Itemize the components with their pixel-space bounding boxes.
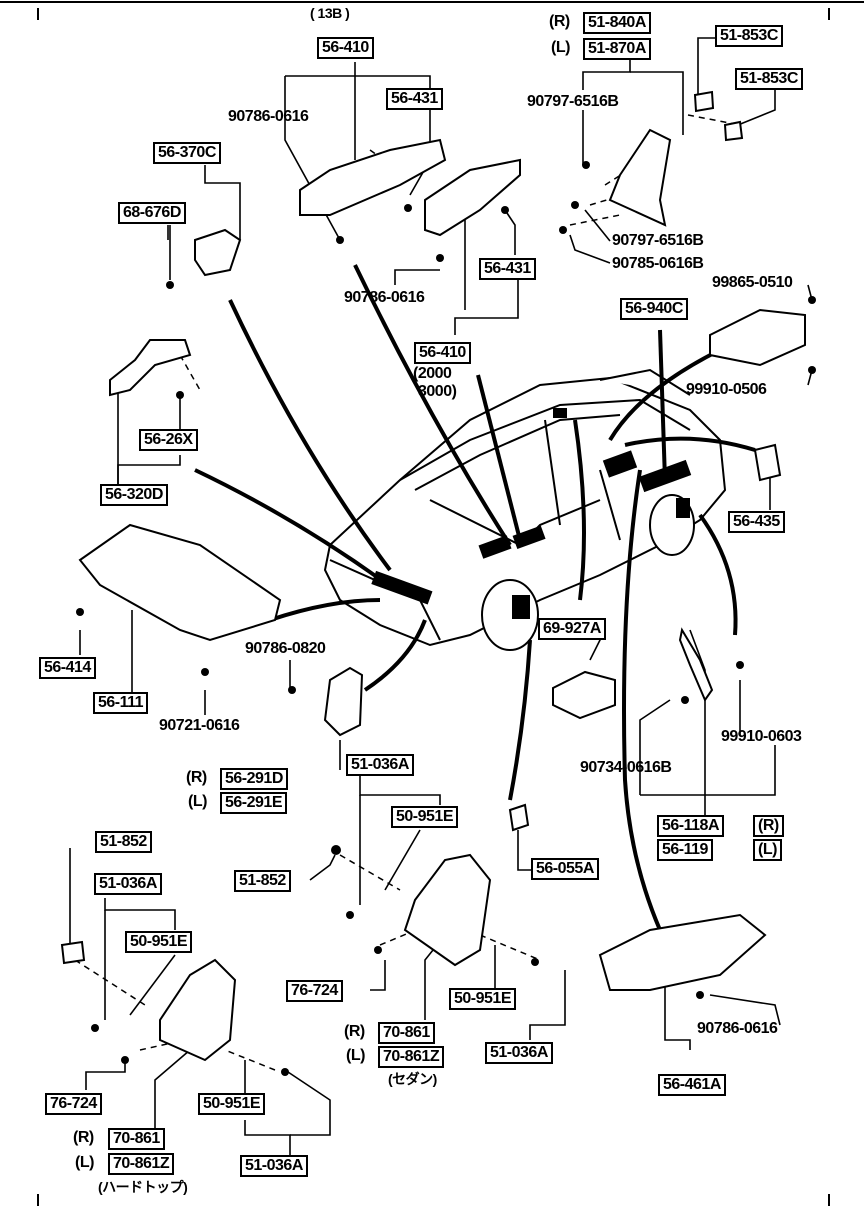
part-label-56-119: 56-119 xyxy=(657,839,713,861)
part-label-56-414: 56-414 xyxy=(39,657,96,679)
part-56-410-lower xyxy=(424,158,521,237)
part-56-291 xyxy=(323,666,364,737)
part-label-69-927a: 69-927A xyxy=(538,618,606,640)
side-mark-r-2: (R) xyxy=(186,769,207,786)
side-mark-l-3: (L) xyxy=(753,839,782,861)
note-sedan: (セダン) xyxy=(388,1071,437,1087)
side-mark-l-4: (L) xyxy=(346,1047,365,1064)
part-mudflap-sedan xyxy=(403,853,492,967)
part-clip-56-055a xyxy=(508,803,530,832)
part-label-56-26x: 56-26X xyxy=(139,429,198,451)
bolt-label-90721-0616: 90721-0616 xyxy=(159,717,240,734)
part-shapes xyxy=(60,90,806,1062)
part-label-70-861z-mid: 70-861Z xyxy=(378,1046,445,1068)
part-label-51-852-mid: 51-852 xyxy=(234,870,291,892)
part-label-51-036a-left: 51-036A xyxy=(94,873,162,895)
side-mark-l-2: (L) xyxy=(188,793,207,810)
part-label-68-676d: 68-676D xyxy=(118,202,186,224)
part-label-56-291e: 56-291E xyxy=(220,792,287,814)
part-label-56-111: 56-111 xyxy=(93,692,149,714)
leader-arcs xyxy=(194,264,756,931)
part-label-56-940c: 56-940C xyxy=(620,298,688,320)
part-label-50-951e-low: 50-951E xyxy=(449,988,516,1010)
part-label-56-431-top: 56-431 xyxy=(386,88,443,110)
part-label-56-410-top: 56-410 xyxy=(317,37,374,59)
side-mark-r-5: (R) xyxy=(73,1129,94,1146)
side-mark-r-4: (R) xyxy=(344,1023,365,1040)
note-2000: (2000 xyxy=(413,365,452,382)
bolt-label-90734-0616b: 90734-0616B xyxy=(580,759,672,776)
bolt-label-90797-6516b-a: 90797-6516B xyxy=(527,93,619,110)
part-label-56-435: 56-435 xyxy=(728,511,785,533)
part-mudflap-bracket xyxy=(608,128,672,227)
bolt-label-90785-0616b: 90785-0616B xyxy=(612,255,704,272)
side-mark-l-5: (L) xyxy=(75,1154,94,1171)
part-undercover xyxy=(78,523,282,642)
part-label-51-036a-low: 51-036A xyxy=(485,1042,553,1064)
part-label-51-840a: 51-840A xyxy=(583,12,651,34)
part-label-50-951e-left: 50-951E xyxy=(125,931,192,953)
part-clip-51-852 xyxy=(60,940,86,965)
part-label-51-036a-top: 51-036A xyxy=(346,754,414,776)
part-label-51-853c-a: 51-853C xyxy=(715,25,783,47)
part-bracket-320d xyxy=(109,339,192,397)
part-label-51-036a-bot: 51-036A xyxy=(240,1155,308,1177)
part-label-56-320d: 56-320D xyxy=(100,484,168,506)
part-label-56-118a: 56-118A xyxy=(657,815,724,837)
part-69-927a xyxy=(552,670,616,720)
part-label-70-861-mid: 70-861 xyxy=(378,1022,435,1044)
bolt-label-99910-0603: 99910-0603 xyxy=(721,728,802,745)
part-label-56-370c: 56-370C xyxy=(153,142,221,164)
part-label-70-861-left: 70-861 xyxy=(108,1128,165,1150)
side-mark-l-1: (L) xyxy=(551,39,570,56)
part-label-56-055a: 56-055A xyxy=(531,858,599,880)
part-56-435 xyxy=(753,443,782,482)
part-label-76-724-left: 76-724 xyxy=(45,1093,102,1115)
part-mudflap-hardtop xyxy=(159,958,237,1062)
part-label-56-431-mid: 56-431 xyxy=(479,258,536,280)
car-part-highlights xyxy=(371,408,692,619)
part-56-461a xyxy=(598,913,767,991)
part-label-56-291d: 56-291D xyxy=(220,768,288,790)
part-label-56-461a: 56-461A xyxy=(658,1074,726,1096)
bolt-label-99865-0510: 99865-0510 xyxy=(712,274,793,291)
part-label-50-951e-mid: 50-951E xyxy=(391,806,458,828)
part-label-51-870a: 51-870A xyxy=(583,38,651,60)
part-56-410-upper xyxy=(299,138,447,216)
bolt-markers xyxy=(76,161,816,1076)
bolt-label-90786-0616-low: 90786-0616 xyxy=(697,1020,778,1037)
bolt-label-90786-0820: 90786-0820 xyxy=(245,640,326,657)
part-68-676d xyxy=(194,228,242,277)
part-56-940c xyxy=(709,308,806,367)
bolt-label-90786-0616-mid: 90786-0616 xyxy=(344,289,425,306)
part-56-118a xyxy=(678,627,714,703)
side-mark-r-1: (R) xyxy=(549,13,570,30)
part-label-56-410-mid: 56-410 xyxy=(414,342,471,364)
part-label-50-951e-bot: 50-951E xyxy=(198,1093,265,1115)
bolt-label-90797-6516b-b: 90797-6516B xyxy=(612,232,704,249)
part-clip-853c-a xyxy=(693,90,715,113)
part-label-51-852-left: 51-852 xyxy=(95,831,152,853)
part-label-76-724-mid: 76-724 xyxy=(286,980,343,1002)
side-mark-r-3: (R) xyxy=(753,815,784,837)
part-label-51-853c-b: 51-853C xyxy=(735,68,803,90)
part-clip-853c-b xyxy=(723,120,744,142)
bolt-label-90786-0616-top: 90786-0616 xyxy=(228,108,309,125)
part-label-70-861z-left: 70-861Z xyxy=(108,1153,175,1175)
bolt-label-99910-0506: 99910-0506 xyxy=(686,381,767,398)
note-3000: 3000) xyxy=(418,383,457,400)
note-hardtop: (ハードトップ) xyxy=(98,1179,188,1195)
engine-note: ( 13B ) xyxy=(310,5,350,21)
